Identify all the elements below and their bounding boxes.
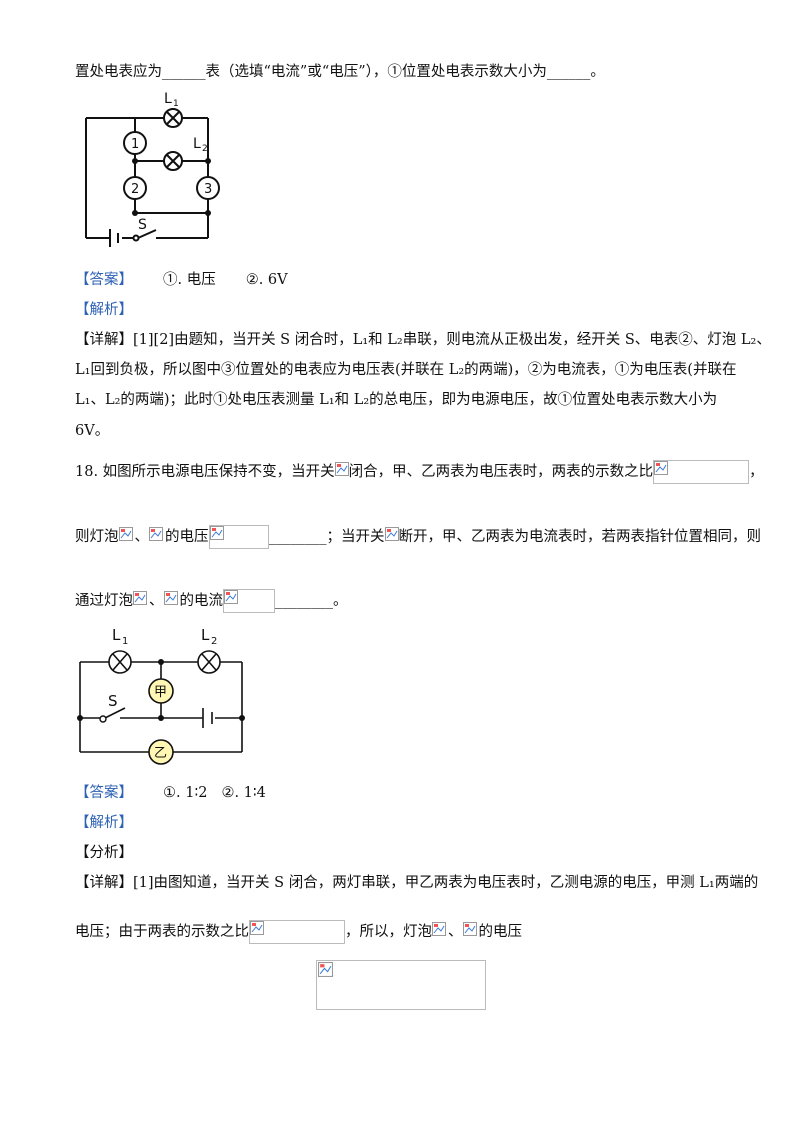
broken-image-icon (462, 922, 479, 942)
svg-text:1: 1 (122, 636, 128, 647)
q18-detail-line-2: 电压；由于两表的示数之比，所以，灯泡、的电压 (75, 920, 522, 944)
answer-tag: 【答案】 (75, 272, 133, 288)
meter-1-icon (123, 131, 147, 155)
broken-image-formula (208, 525, 269, 549)
answer-tag: 【答案】 (75, 785, 133, 801)
q17-answer-row: 【答案】 ①. 电压 ②. 6V (75, 270, 288, 290)
broken-image-icon (432, 922, 448, 942)
q18-question-line-2: 则灯泡、的电压________；当开关断开，甲、乙两表为电流表时，若两表指针位置… (75, 525, 761, 549)
broken-image-icon (163, 591, 180, 611)
svg-text:L: L (201, 626, 210, 644)
meter-2-icon (123, 176, 147, 200)
broken-image-icon (133, 591, 149, 611)
meter-jia-icon (148, 678, 174, 704)
analysis-tag: 【解析】 (75, 815, 133, 831)
broken-image-icon (118, 527, 135, 547)
svg-text:甲: 甲 (154, 685, 167, 700)
svg-text:3: 3 (204, 182, 212, 197)
meter-3-icon (196, 176, 220, 200)
svg-text:1: 1 (173, 99, 179, 109)
answer-1: ①. 电压 (163, 272, 216, 288)
q18-answer-row: 【答案】 ①. 1∶2 ②. 1∶4 (75, 783, 266, 803)
q18-question-line-3: 通过灯泡、的电流________。 (75, 589, 348, 613)
svg-text:S: S (138, 217, 147, 233)
svg-text:2: 2 (211, 636, 217, 647)
svg-text:2: 2 (131, 182, 139, 197)
q17-question-text: 置处电表应为______表（选填“电流”或“电压”），①位置处电表示数大小为__… (75, 64, 605, 80)
broken-image-icon (149, 527, 165, 547)
q17-detail-line-3: L₁、L₂的两端)；此时①处电压表测量 L₁和 L₂的总电压，即为电源电压，故①… (75, 392, 718, 408)
q17-detail-line-2: L₁回到负极，所以图中③位置处的电表应为电压表(并联在 L₂的两端)，②为电流表… (75, 362, 737, 378)
broken-image-icon (334, 462, 349, 482)
answer-2: ②. 6V (245, 272, 288, 288)
q17-detail-line-1: 【详解】[1][2]由题知，当开关 S 闭合时，L₁和 L₂串联，则电流从正极出… (75, 332, 771, 348)
fenxi-tag: 【分析】 (75, 845, 133, 861)
broken-image-formula (223, 589, 275, 613)
svg-text:2: 2 (202, 144, 208, 154)
meter-yi-icon (148, 739, 174, 765)
svg-text:L: L (164, 91, 172, 107)
svg-text:乙: 乙 (154, 746, 167, 761)
q18-question-line-1: 18. 如图所示电源电压保持不变，当开关闭合，甲、乙两表为电压表时，两表的示数之… (75, 460, 764, 484)
q17-detail-line-4: 6V。 (75, 423, 110, 439)
broken-image-icon (384, 527, 399, 547)
analysis-tag: 【解析】 (75, 302, 133, 318)
q18-detail-line-1: 【详解】[1]由图知道，当开关 S 闭合，两灯串联，甲乙两表为电压表时，乙测电源… (75, 875, 759, 891)
svg-text:L: L (193, 136, 201, 152)
answer-2: ②. 1∶4 (221, 785, 266, 801)
svg-text:1: 1 (131, 137, 139, 152)
broken-image-ratio (249, 920, 345, 944)
svg-text:S: S (108, 692, 118, 710)
broken-image-ratio (653, 460, 750, 484)
svg-text:L: L (112, 626, 121, 644)
broken-image-icon (318, 962, 333, 977)
answer-1: ①. 1∶2 (163, 785, 208, 801)
broken-image-equation (316, 960, 486, 1010)
